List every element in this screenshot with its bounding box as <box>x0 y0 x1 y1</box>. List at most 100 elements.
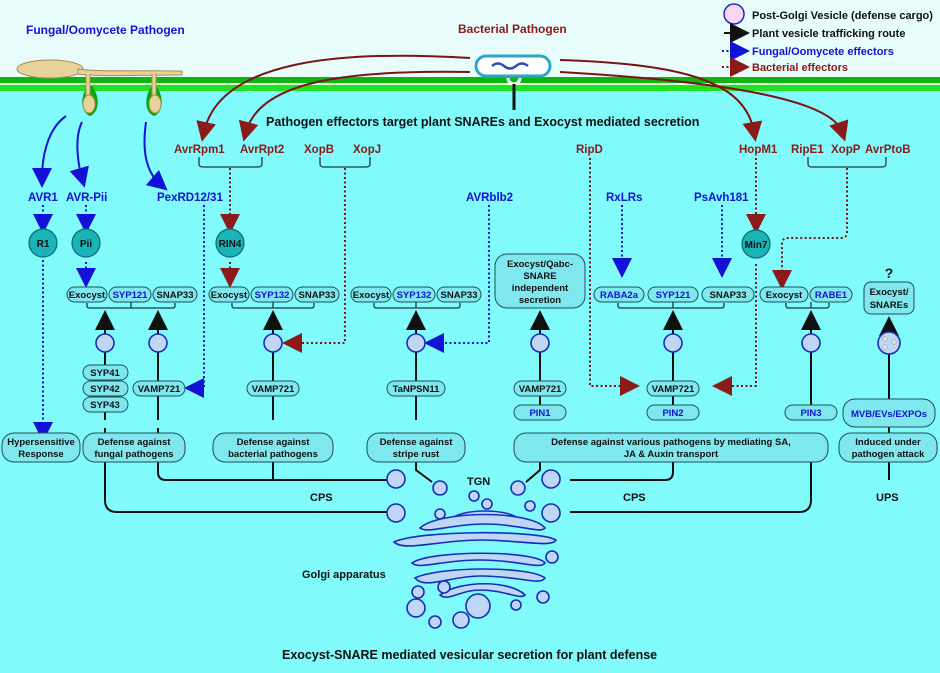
svg-text:SYP42: SYP42 <box>90 384 120 395</box>
svg-text:Exocyst/Qabc-: Exocyst/Qabc- <box>507 259 573 270</box>
svg-text:PIN2: PIN2 <box>662 408 683 419</box>
post-golgi-vesicles <box>95 331 901 355</box>
svg-text:stripe rust: stripe rust <box>393 449 440 460</box>
svg-text:Defense against: Defense against <box>380 437 454 448</box>
svg-text:MVB/EVs/EXPOs: MVB/EVs/EXPOs <box>851 409 927 420</box>
svg-text:SYP43: SYP43 <box>90 400 120 411</box>
legend-label: Plant vesicle trafficking route <box>752 28 905 40</box>
svg-text:Hypersensitive: Hypersensitive <box>7 437 75 448</box>
legend-label: Fungal/Oomycete effectors <box>752 46 894 58</box>
main-heading: Pathogen effectors target plant SNAREs a… <box>266 115 699 129</box>
complex-exocyst-syp132-snap33-a: Exocyst SYP132 SNAP33 <box>208 286 340 303</box>
extracellular-space <box>0 0 940 78</box>
node-pii: Pii <box>71 228 101 258</box>
svg-text:SNARE: SNARE <box>523 271 556 282</box>
complex-exocyst-rabe1: Exocyst RABE1 <box>759 286 853 303</box>
effector-ripe1: RipE1 <box>791 144 824 156</box>
svg-text:Exocyst: Exocyst <box>766 290 803 301</box>
svg-text:pathogen attack: pathogen attack <box>852 449 926 460</box>
svg-text:VAMP721: VAMP721 <box>138 384 181 395</box>
fungal-effectors: AVR1 AVR-Pii PexRD12/31 AVRblb2 RxLRs Ps… <box>28 192 749 204</box>
svg-text:Exocyst/: Exocyst/ <box>869 287 908 298</box>
svg-text:secretion: secretion <box>519 295 561 306</box>
svg-text:Exocyst: Exocyst <box>211 290 248 301</box>
effector-xopp: XopP <box>831 144 861 156</box>
svg-text:Defense against various pathog: Defense against various pathogens by med… <box>551 437 791 448</box>
svg-text:R1: R1 <box>37 239 50 250</box>
svg-text:Exocyst: Exocyst <box>353 290 390 301</box>
svg-text:PIN1: PIN1 <box>529 408 551 419</box>
svg-text:Exocyst: Exocyst <box>69 290 106 301</box>
bacterium-icon <box>474 54 552 110</box>
effector-ripd: RipD <box>576 144 603 156</box>
node-rin4: RIN4 <box>215 228 245 258</box>
golgi-label: Golgi apparatus <box>302 569 386 581</box>
legend-label: Post-Golgi Vesicle (defense cargo) <box>752 10 933 22</box>
cargo-labels: SYP41 SYP42 SYP43 VAMP721 VAMP721 TaNPSN… <box>82 364 936 428</box>
cps-left-label: CPS <box>310 492 333 504</box>
svg-text:VAMP721: VAMP721 <box>652 384 695 395</box>
svg-text:SYP132: SYP132 <box>397 290 432 301</box>
effector-rxlrs: RxLRs <box>606 192 642 204</box>
svg-text:SYP121: SYP121 <box>113 290 149 301</box>
fungal-pathogen-title: Fungal/Oomycete Pathogen <box>26 23 185 37</box>
svg-text:SNAP33: SNAP33 <box>299 290 336 301</box>
svg-text:PIN3: PIN3 <box>800 408 821 419</box>
svg-text:SYP121: SYP121 <box>656 290 692 301</box>
svg-text:Defense against: Defense against <box>98 437 172 448</box>
node-r1: R1 <box>28 228 58 258</box>
svg-text:Min7: Min7 <box>745 240 768 251</box>
legend: Post-Golgi Vesicle (defense cargo) Plant… <box>722 3 933 77</box>
effector-xopj: XopJ <box>353 144 381 156</box>
complex-exocyst-syp132-snap33-b: Exocyst SYP132 SNAP33 <box>350 286 482 303</box>
svg-text:bacterial pathogens: bacterial pathogens <box>228 449 318 460</box>
svg-text:RABA2a: RABA2a <box>600 290 639 301</box>
plasma-membrane <box>0 77 940 91</box>
mvb-vesicle-icon <box>877 331 901 355</box>
vesicle-circle-icon <box>723 3 745 25</box>
bacterial-effectors: AvrRpm1 AvrRpt2 XopB XopJ RipD HopM1 Rip… <box>174 144 911 156</box>
svg-text:fungal pathogens: fungal pathogens <box>94 449 173 460</box>
bacterial-pathogen-title: Bacterial Pathogen <box>458 22 567 36</box>
effector-xopb: XopB <box>304 144 334 156</box>
effector-hopm1: HopM1 <box>739 144 778 156</box>
svg-text:Defense against: Defense against <box>237 437 311 448</box>
svg-text:Induced under: Induced under <box>855 437 921 448</box>
cytoplasm <box>0 90 940 668</box>
fungal-hypha-icon <box>16 59 183 116</box>
svg-text:SYP41: SYP41 <box>90 368 120 379</box>
svg-text:RIN4: RIN4 <box>219 239 242 250</box>
golgi-apparatus-icon <box>386 469 561 629</box>
effector-psavh181: PsAvh181 <box>694 192 749 204</box>
effector-avr-pii: AVR-Pii <box>66 192 107 204</box>
question-mark: ? <box>885 265 894 281</box>
svg-text:VAMP721: VAMP721 <box>519 384 562 395</box>
svg-text:SNAP33: SNAP33 <box>441 290 478 301</box>
effector-avrptob: AvrPtoB <box>865 144 911 156</box>
effector-avr1: AVR1 <box>28 192 58 204</box>
complex-exocyst-syp121-snap33: Exocyst SYP121 SNAP33 <box>66 286 198 303</box>
effector-avrrpt2: AvrRpt2 <box>240 144 284 156</box>
complex-exocyst-snares-unknown: ? Exocyst/ SNAREs <box>863 265 915 315</box>
complex-independent-secretion: Exocyst/Qabc- SNARE independent secretio… <box>494 253 586 309</box>
outcome-boxes: Hypersensitive Response Defense against … <box>1 432 938 463</box>
effector-avrblb2: AVRblb2 <box>466 192 513 204</box>
svg-text:TaNPSN11: TaNPSN11 <box>393 384 441 395</box>
effector-pexrd12-31: PexRD12/31 <box>157 192 223 204</box>
svg-text:RABE1: RABE1 <box>815 290 848 301</box>
effector-avrrpm1: AvrRpm1 <box>174 144 225 156</box>
tgn-label: TGN <box>467 476 490 488</box>
svg-text:VAMP721: VAMP721 <box>252 384 295 395</box>
svg-text:SYP132: SYP132 <box>255 290 290 301</box>
ups-label: UPS <box>876 492 899 504</box>
cps-right-label: CPS <box>623 492 646 504</box>
svg-text:Pii: Pii <box>80 239 92 250</box>
svg-text:independent: independent <box>512 283 569 294</box>
complex-raba2a-syp121-snap33: RABA2a SYP121 SNAP33 <box>593 286 755 303</box>
svg-text:SNAP33: SNAP33 <box>710 290 747 301</box>
legend-label: Bacterial effectors <box>752 62 848 74</box>
footer-title: Exocyst-SNARE mediated vesicular secreti… <box>282 648 657 662</box>
svg-text:JA & Auxin transport: JA & Auxin transport <box>624 449 719 460</box>
svg-text:SNAREs: SNAREs <box>870 300 909 311</box>
